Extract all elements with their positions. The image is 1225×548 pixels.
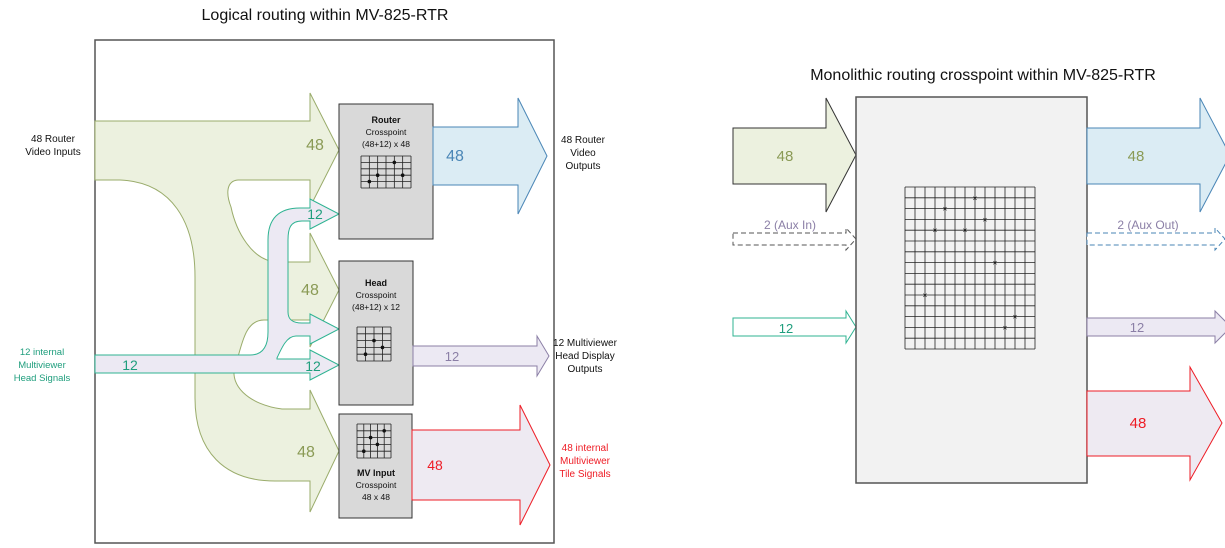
- head-display-outputs-text: 12 Multiviewer Head Display Outputs: [553, 338, 618, 375]
- head-display-line3: Outputs: [567, 364, 602, 375]
- right-input-12-arrow: [732, 309, 857, 345]
- head-out-12-label: 12: [445, 349, 459, 364]
- crosspoint-dot: [380, 345, 385, 350]
- router-crosspoint: Router Crosspoint (48+12) x 48: [338, 103, 434, 240]
- router-inputs-line2: Video Inputs: [25, 147, 80, 158]
- head-signals-line2: Multiviewer: [18, 360, 66, 371]
- crosspoint-dot: [368, 435, 373, 440]
- head-grid-icon: [356, 326, 392, 362]
- monolithic-crosspoint-panel: [855, 96, 1088, 484]
- right-output-48-red-arrow: [1086, 365, 1223, 482]
- right-aux-in-arrow: [732, 226, 857, 252]
- crosspoint-mark: ×: [1013, 313, 1018, 322]
- head-signals-line1: 12 internal: [20, 347, 64, 358]
- router-outputs-line2: Video: [570, 148, 596, 159]
- crosspoint-dot: [375, 442, 380, 447]
- head-display-line1: 12 Multiviewer: [553, 338, 618, 349]
- right-output-12-arrow: [1086, 309, 1225, 345]
- right-input-48-arrow: [732, 97, 857, 213]
- router-out-48-label: 48: [446, 148, 464, 165]
- crosspoint-mark: ×: [1003, 323, 1008, 332]
- router-video-outputs-text: 48 Router Video Outputs: [561, 135, 606, 172]
- mv-box-title: MV Input: [357, 468, 395, 478]
- head-signals-line3: Head Signals: [14, 373, 71, 384]
- right-in-48-label: 48: [777, 148, 794, 165]
- head-in-12-label: 12: [305, 358, 321, 374]
- logical-routing-diagram: Logical routing within MV-825-RTR Router…: [14, 7, 618, 544]
- crosspoint-dot: [382, 429, 387, 433]
- left-title: Logical routing within MV-825-RTR: [202, 7, 449, 24]
- mv-box-line2: 48 x 48: [362, 492, 390, 502]
- right-in-12-label: 12: [779, 321, 793, 336]
- mv-grid-icon: [356, 423, 392, 459]
- right-aux-out-label: 2 (Aux Out): [1117, 218, 1178, 232]
- router-inputs-line1: 48 Router: [31, 134, 76, 145]
- mv-in-48-label: 48: [297, 444, 315, 461]
- mv-box-line1: Crosspoint: [356, 480, 397, 490]
- crosspoint-dot: [362, 449, 366, 454]
- right-out-48-red-label: 48: [1130, 415, 1147, 432]
- crosspoint-mark: ×: [963, 226, 968, 235]
- tile-signals-line2: Multiviewer: [560, 456, 611, 467]
- crosspoint-dot: [363, 352, 368, 357]
- router-box-title: Router: [372, 115, 401, 125]
- monolithic-routing-diagram: Monolithic routing crosspoint within MV-…: [732, 67, 1225, 484]
- right-out-12-label: 12: [1130, 320, 1144, 335]
- tile-signals-line3: Tile Signals: [559, 469, 610, 480]
- router-box-line2: (48+12) x 48: [362, 139, 410, 149]
- head-display-line2: Head Display: [555, 351, 614, 362]
- input-12-label: 12: [122, 357, 138, 373]
- router-outputs-line3: Outputs: [565, 161, 600, 172]
- crosspoint-dot: [367, 179, 372, 184]
- crosspoint-dot: [400, 173, 405, 177]
- crosspoint-mark: ×: [973, 194, 978, 203]
- tile-signals-line1: 48 internal: [562, 443, 609, 454]
- head-crosspoint: Head Crosspoint (48+12) x 12: [338, 260, 414, 406]
- mv-out-48-label: 48: [427, 457, 443, 473]
- right-title: Monolithic routing crosspoint within MV-…: [810, 67, 1156, 84]
- router-grid-icon: [360, 155, 412, 189]
- mv-output-arrow: [411, 404, 551, 526]
- crosspoint-mark: ×: [983, 215, 988, 224]
- router-video-inputs-text: 48 Router Video Inputs: [25, 134, 80, 158]
- router-in-48-label: 48: [306, 137, 324, 154]
- head-signals-text: 12 internal Multiviewer Head Signals: [14, 347, 71, 384]
- head-box-line1: Crosspoint: [356, 290, 397, 300]
- crosspoint-dot: [392, 160, 397, 165]
- head-signal-input-flow: [94, 198, 341, 381]
- router-box-line1: Crosspoint: [366, 127, 407, 137]
- router-in-12-label: 12: [307, 206, 323, 222]
- crosspoint-mark: ×: [943, 205, 948, 214]
- tile-signals-outputs-text: 48 internal Multiviewer Tile Signals: [559, 443, 610, 480]
- head-in-48-label: 48: [301, 282, 319, 299]
- right-aux-in-label: 2 (Aux In): [764, 218, 816, 232]
- head-output-arrow: [412, 334, 550, 378]
- crosspoint-dot: [372, 338, 376, 343]
- right-out-48-label: 48: [1128, 148, 1145, 165]
- head-box-title: Head: [365, 278, 387, 288]
- right-aux-out-arrow: [1086, 226, 1225, 252]
- crosspoint-mark: ×: [993, 259, 998, 268]
- router-output-arrow: [432, 97, 548, 215]
- monolithic-grid-icon: × × × × × × × × ×: [904, 186, 1036, 350]
- head-box-line2: (48+12) x 12: [352, 302, 400, 312]
- mv-input-crosspoint: MV Input Crosspoint 48 x 48: [338, 413, 413, 519]
- right-output-48-arrow: [1086, 97, 1225, 213]
- crosspoint-mark: ×: [933, 226, 938, 235]
- router-input-flow: [94, 92, 340, 513]
- crosspoint-mark: ×: [923, 291, 928, 300]
- crosspoint-dot: [375, 173, 380, 177]
- router-outputs-line1: 48 Router: [561, 135, 606, 146]
